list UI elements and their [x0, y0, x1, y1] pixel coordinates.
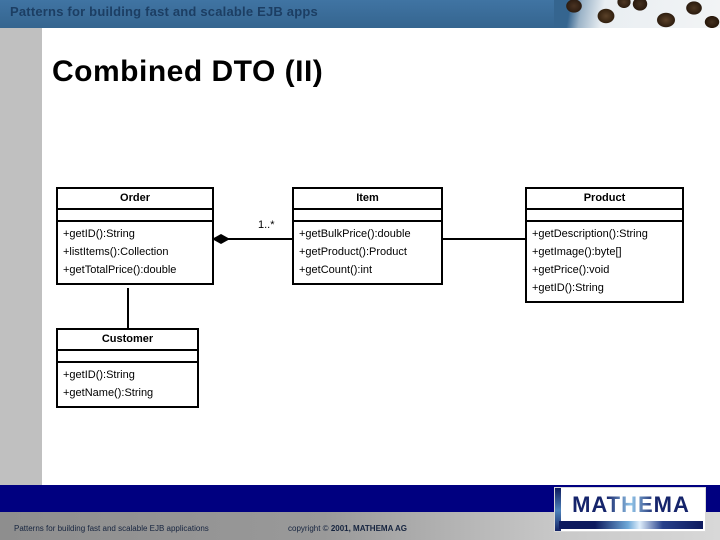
uml-attributes-compartment	[58, 210, 212, 222]
uml-operation: +getID():String	[532, 282, 604, 294]
uml-operation: +getTotalPrice():double	[63, 264, 177, 276]
header-banner: Patterns for building fast and scalable …	[0, 0, 720, 28]
uml-operation: +getImage():byte[]	[532, 246, 622, 258]
uml-operations-compartment: +getID():String +getName():String	[58, 363, 197, 406]
uml-attributes-compartment	[527, 210, 682, 222]
edge-item-product	[443, 238, 525, 240]
copyright-owner: 2001, MATHEMA AG	[330, 524, 407, 533]
uml-class-name: Order	[58, 189, 212, 210]
uml-operation: +getDescription():String	[532, 228, 648, 240]
mathema-logo: MATHEMA	[554, 487, 706, 532]
uml-operation: +getProduct():Product	[299, 246, 407, 258]
uml-class-product[interactable]: Product +getDescription():String +getIma…	[525, 187, 684, 303]
uml-operations-compartment: +getBulkPrice():double +getProduct():Pro…	[294, 222, 441, 283]
edge-order-customer	[127, 288, 129, 330]
logo-side-accent	[555, 488, 561, 531]
uml-class-name: Item	[294, 189, 441, 210]
uml-class-name: Customer	[58, 330, 197, 351]
uml-attributes-compartment	[294, 210, 441, 222]
uml-class-item[interactable]: Item +getBulkPrice():double +getProduct(…	[292, 187, 443, 285]
left-decorative-bar	[0, 28, 42, 485]
uml-operation: +getBulkPrice():double	[299, 228, 411, 240]
coffee-beans-photo	[554, 0, 720, 28]
uml-class-order[interactable]: Order +getID():String +listItems():Colle…	[56, 187, 214, 285]
uml-class-name: Product	[527, 189, 682, 210]
uml-operations-compartment: +getDescription():String +getImage():byt…	[527, 222, 682, 301]
uml-operation: +getCount():int	[299, 264, 373, 276]
composition-diamond-order	[212, 234, 230, 244]
multiplicity-order-item: 1..*	[258, 219, 275, 231]
uml-operation: +getPrice():void	[532, 264, 610, 276]
uml-class-customer[interactable]: Customer +getID():String +getName():Stri…	[56, 328, 199, 408]
logo-wordmark: MATHEMA	[555, 492, 705, 518]
uml-operations-compartment: +getID():String +listItems():Collection …	[58, 222, 212, 283]
uml-operation: +getID():String	[63, 228, 135, 240]
uml-operation: +getName():String	[63, 387, 154, 399]
header-banner-title: Patterns for building fast and scalable …	[10, 4, 318, 19]
uml-operation: +listItems():Collection	[63, 246, 169, 258]
copyright-lead: copyright ©	[288, 524, 331, 533]
page-title: Combined DTO (II)	[52, 55, 324, 88]
logo-gradient-bar	[559, 521, 703, 529]
footer-copyright: copyright © 2001, MATHEMA AG	[288, 524, 407, 533]
edge-order-item	[224, 238, 292, 240]
footer-left-text: Patterns for building fast and scalable …	[14, 524, 209, 533]
uml-operation: +getID():String	[63, 369, 135, 381]
uml-attributes-compartment	[58, 351, 197, 363]
